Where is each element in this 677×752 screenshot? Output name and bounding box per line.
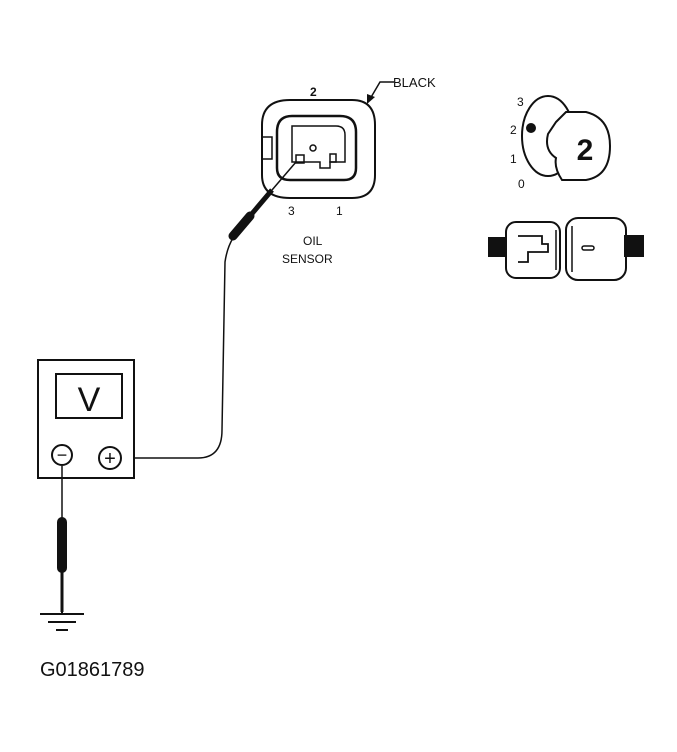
ignition-key-label: 2 [577,134,594,167]
ignition-key-icon [546,111,612,181]
key-position-1: 1 [510,152,517,166]
connector-outer-housing [261,99,376,199]
voltmeter-display [55,373,123,419]
ignition-switch [521,95,612,181]
pin-3-terminal [295,154,305,164]
pin-1-terminal [329,153,337,163]
connector-cavity [291,125,346,169]
fuse-connector-icon [488,217,644,281]
figure-id: G01861789 [40,659,145,681]
ignition-selected-dot [526,123,536,133]
positive-terminal [98,446,122,470]
positive-probe-icon [228,161,297,241]
connector-latch [261,136,273,160]
key-position-0: 0 [518,177,525,191]
pin-left-label: 3 [288,204,295,218]
pin-top-label: 2 [310,85,317,99]
negative-terminal [51,444,73,466]
negative-terminal-symbol: − [57,445,68,465]
sensor-name-line1: OIL [303,234,323,248]
connector-inner-housing [275,114,358,182]
connector-color-label: BLACK [393,75,436,90]
sensor-name-line2: SENSOR [282,252,333,266]
key-position-2: 2 [510,123,517,137]
voltmeter-display-text: V [78,381,101,419]
ground-symbol-icon [40,600,84,631]
positive-test-lead [122,237,234,459]
pin-2-terminal [309,144,317,152]
key-position-3: 3 [517,95,524,109]
black-color-callout [367,81,394,104]
pin-right-label: 1 [336,204,343,218]
positive-terminal-symbol: + [104,448,116,470]
oil-sensor-connector [261,99,376,199]
voltmeter-icon [37,359,135,479]
